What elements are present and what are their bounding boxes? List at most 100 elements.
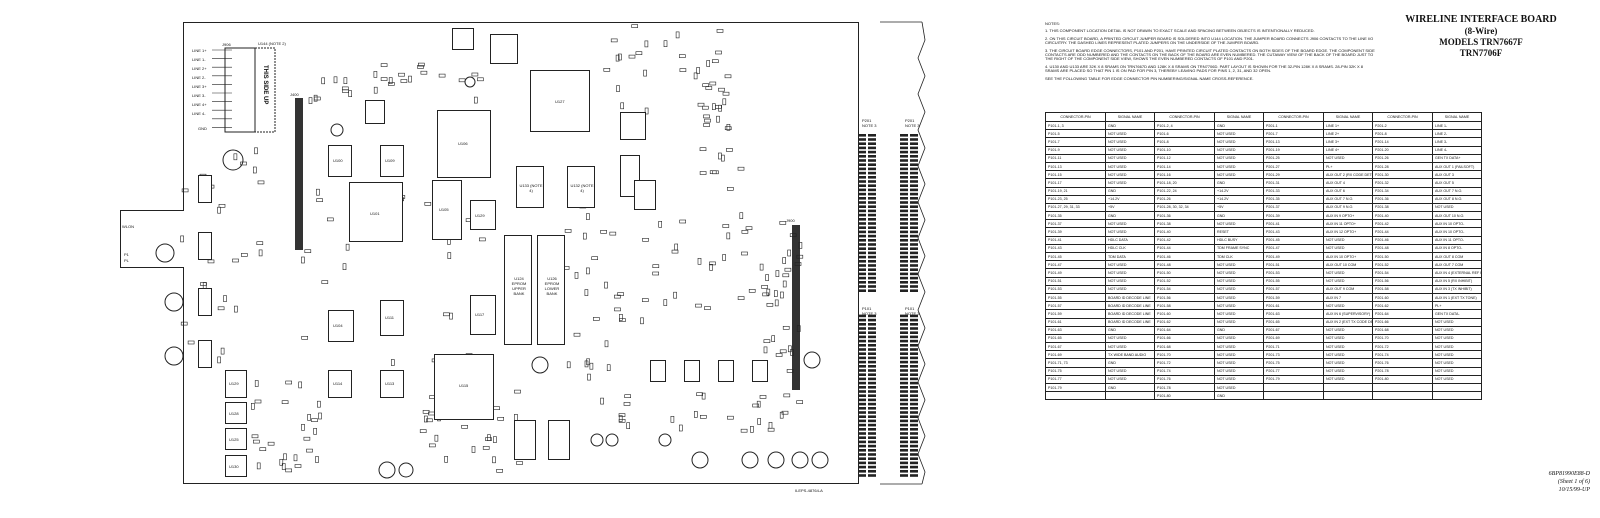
edge-contact	[900, 394, 908, 397]
passive-component	[699, 147, 707, 151]
edge-contact	[858, 213, 866, 217]
note-item: 2. ON THIS CIRCUIT BOARD, A PRINTED CIRC…	[1045, 35, 1374, 46]
edge-contact	[868, 356, 876, 360]
table-cell: P101-13	[1045, 161, 1106, 172]
table-cell: P101-14	[1154, 161, 1215, 172]
table-cell: NOT USED	[1105, 333, 1155, 344]
table-cell: NOT USED	[1214, 350, 1264, 360]
passive-component	[718, 87, 725, 92]
title-line: (8-Wire)	[1464, 26, 1498, 36]
edge-contact	[900, 465, 908, 469]
table-cell: P201-13	[1263, 137, 1324, 147]
table-cell: P101-12	[1154, 153, 1215, 163]
passive-component	[762, 292, 770, 297]
line-label: LINE 1+	[192, 48, 207, 53]
edge-contact	[910, 276, 918, 280]
passive-component	[779, 411, 784, 419]
passive-component	[796, 325, 801, 332]
passive-component	[253, 166, 257, 174]
table-cell	[1263, 391, 1324, 401]
table-cell: HDLC DATA	[1105, 235, 1155, 245]
edge-contact	[868, 289, 876, 292]
table-cell: P201-68	[1372, 325, 1433, 335]
edge-contact	[858, 356, 866, 360]
edge-contact	[868, 453, 876, 456]
table-header-cell: CONNECTOR-PIN	[1372, 112, 1433, 122]
passive-component	[675, 31, 680, 39]
edge-contact	[900, 381, 908, 385]
table-cell: NOT USED	[1105, 219, 1155, 229]
passive-component	[781, 410, 789, 415]
table-cell: AUX OUT 7 N.O.	[1323, 194, 1373, 204]
passive-component	[768, 421, 773, 429]
passive-component	[716, 29, 724, 33]
title-line: MODELS TRN7667F	[1439, 37, 1523, 47]
table-cell: P201-31	[1263, 178, 1324, 188]
table-cell: AUX OUT 10 COM	[1323, 260, 1373, 270]
table-cell: P101-10	[1154, 145, 1215, 155]
table-cell: NOT USED	[1105, 178, 1155, 188]
passive-component	[257, 180, 265, 185]
passive-component	[254, 147, 258, 155]
edge-contact	[910, 369, 918, 372]
edge-contact	[868, 348, 876, 351]
edge-contact	[858, 432, 866, 435]
passive-component	[458, 78, 466, 83]
passive-component	[303, 436, 311, 441]
passive-component	[566, 361, 571, 369]
edge-contact	[900, 339, 908, 343]
edge-contact	[858, 415, 866, 418]
edge-contact	[868, 150, 876, 154]
passive-component	[615, 54, 620, 62]
table-cell: NOT USED	[1214, 137, 1264, 147]
passive-component	[279, 458, 284, 466]
table-cell: P101-79	[1045, 382, 1106, 393]
side-label-pl: PL	[124, 258, 129, 263]
edge-contact	[858, 188, 866, 192]
table-cell: P101-19, 21	[1045, 186, 1106, 196]
table-cell: +14.2V	[1105, 194, 1155, 204]
table-cell: P101-78	[1154, 382, 1215, 393]
table-cell: AUX OUT 10 N.O.	[1432, 211, 1482, 221]
edge-contact	[900, 474, 908, 477]
edge-contact	[868, 201, 876, 204]
edge-contact	[900, 407, 908, 410]
passive-component	[712, 103, 716, 110]
passive-component	[779, 349, 787, 354]
table-cell: P101-37	[1045, 219, 1106, 229]
line-label: LINE 3+	[192, 84, 207, 89]
passive-component	[671, 249, 679, 254]
table-cell: TDM DATA	[1105, 251, 1155, 262]
passive-component	[387, 82, 395, 86]
passive-component	[718, 152, 722, 160]
edge-contact	[868, 247, 876, 250]
edge-contact	[900, 457, 908, 460]
passive-component	[373, 71, 378, 78]
edge-contact	[868, 465, 876, 469]
table-cell: AUX IN 10 OPTO+	[1323, 251, 1373, 262]
edge-contact	[910, 184, 918, 187]
edge-contact	[858, 474, 866, 477]
passive-component	[573, 332, 581, 337]
table-cell: NOT USED	[1323, 342, 1373, 352]
passive-component	[408, 75, 412, 83]
chip-u130: U130	[225, 455, 247, 477]
edge-contact	[910, 331, 918, 334]
table-cell: BOARD ID DECODE LINE	[1105, 292, 1155, 303]
passive-component	[701, 105, 709, 110]
table-cell: P201-55	[1263, 276, 1324, 286]
table-cell: P101-59	[1045, 309, 1106, 319]
edge-contact	[858, 264, 866, 267]
table-cell: P201-25	[1263, 153, 1324, 163]
passive-component	[737, 166, 745, 171]
table-cell: P201-80	[1372, 374, 1433, 385]
passive-component	[589, 362, 594, 370]
passive-component	[709, 263, 713, 271]
passive-component	[618, 415, 623, 422]
passive-component	[724, 74, 732, 79]
